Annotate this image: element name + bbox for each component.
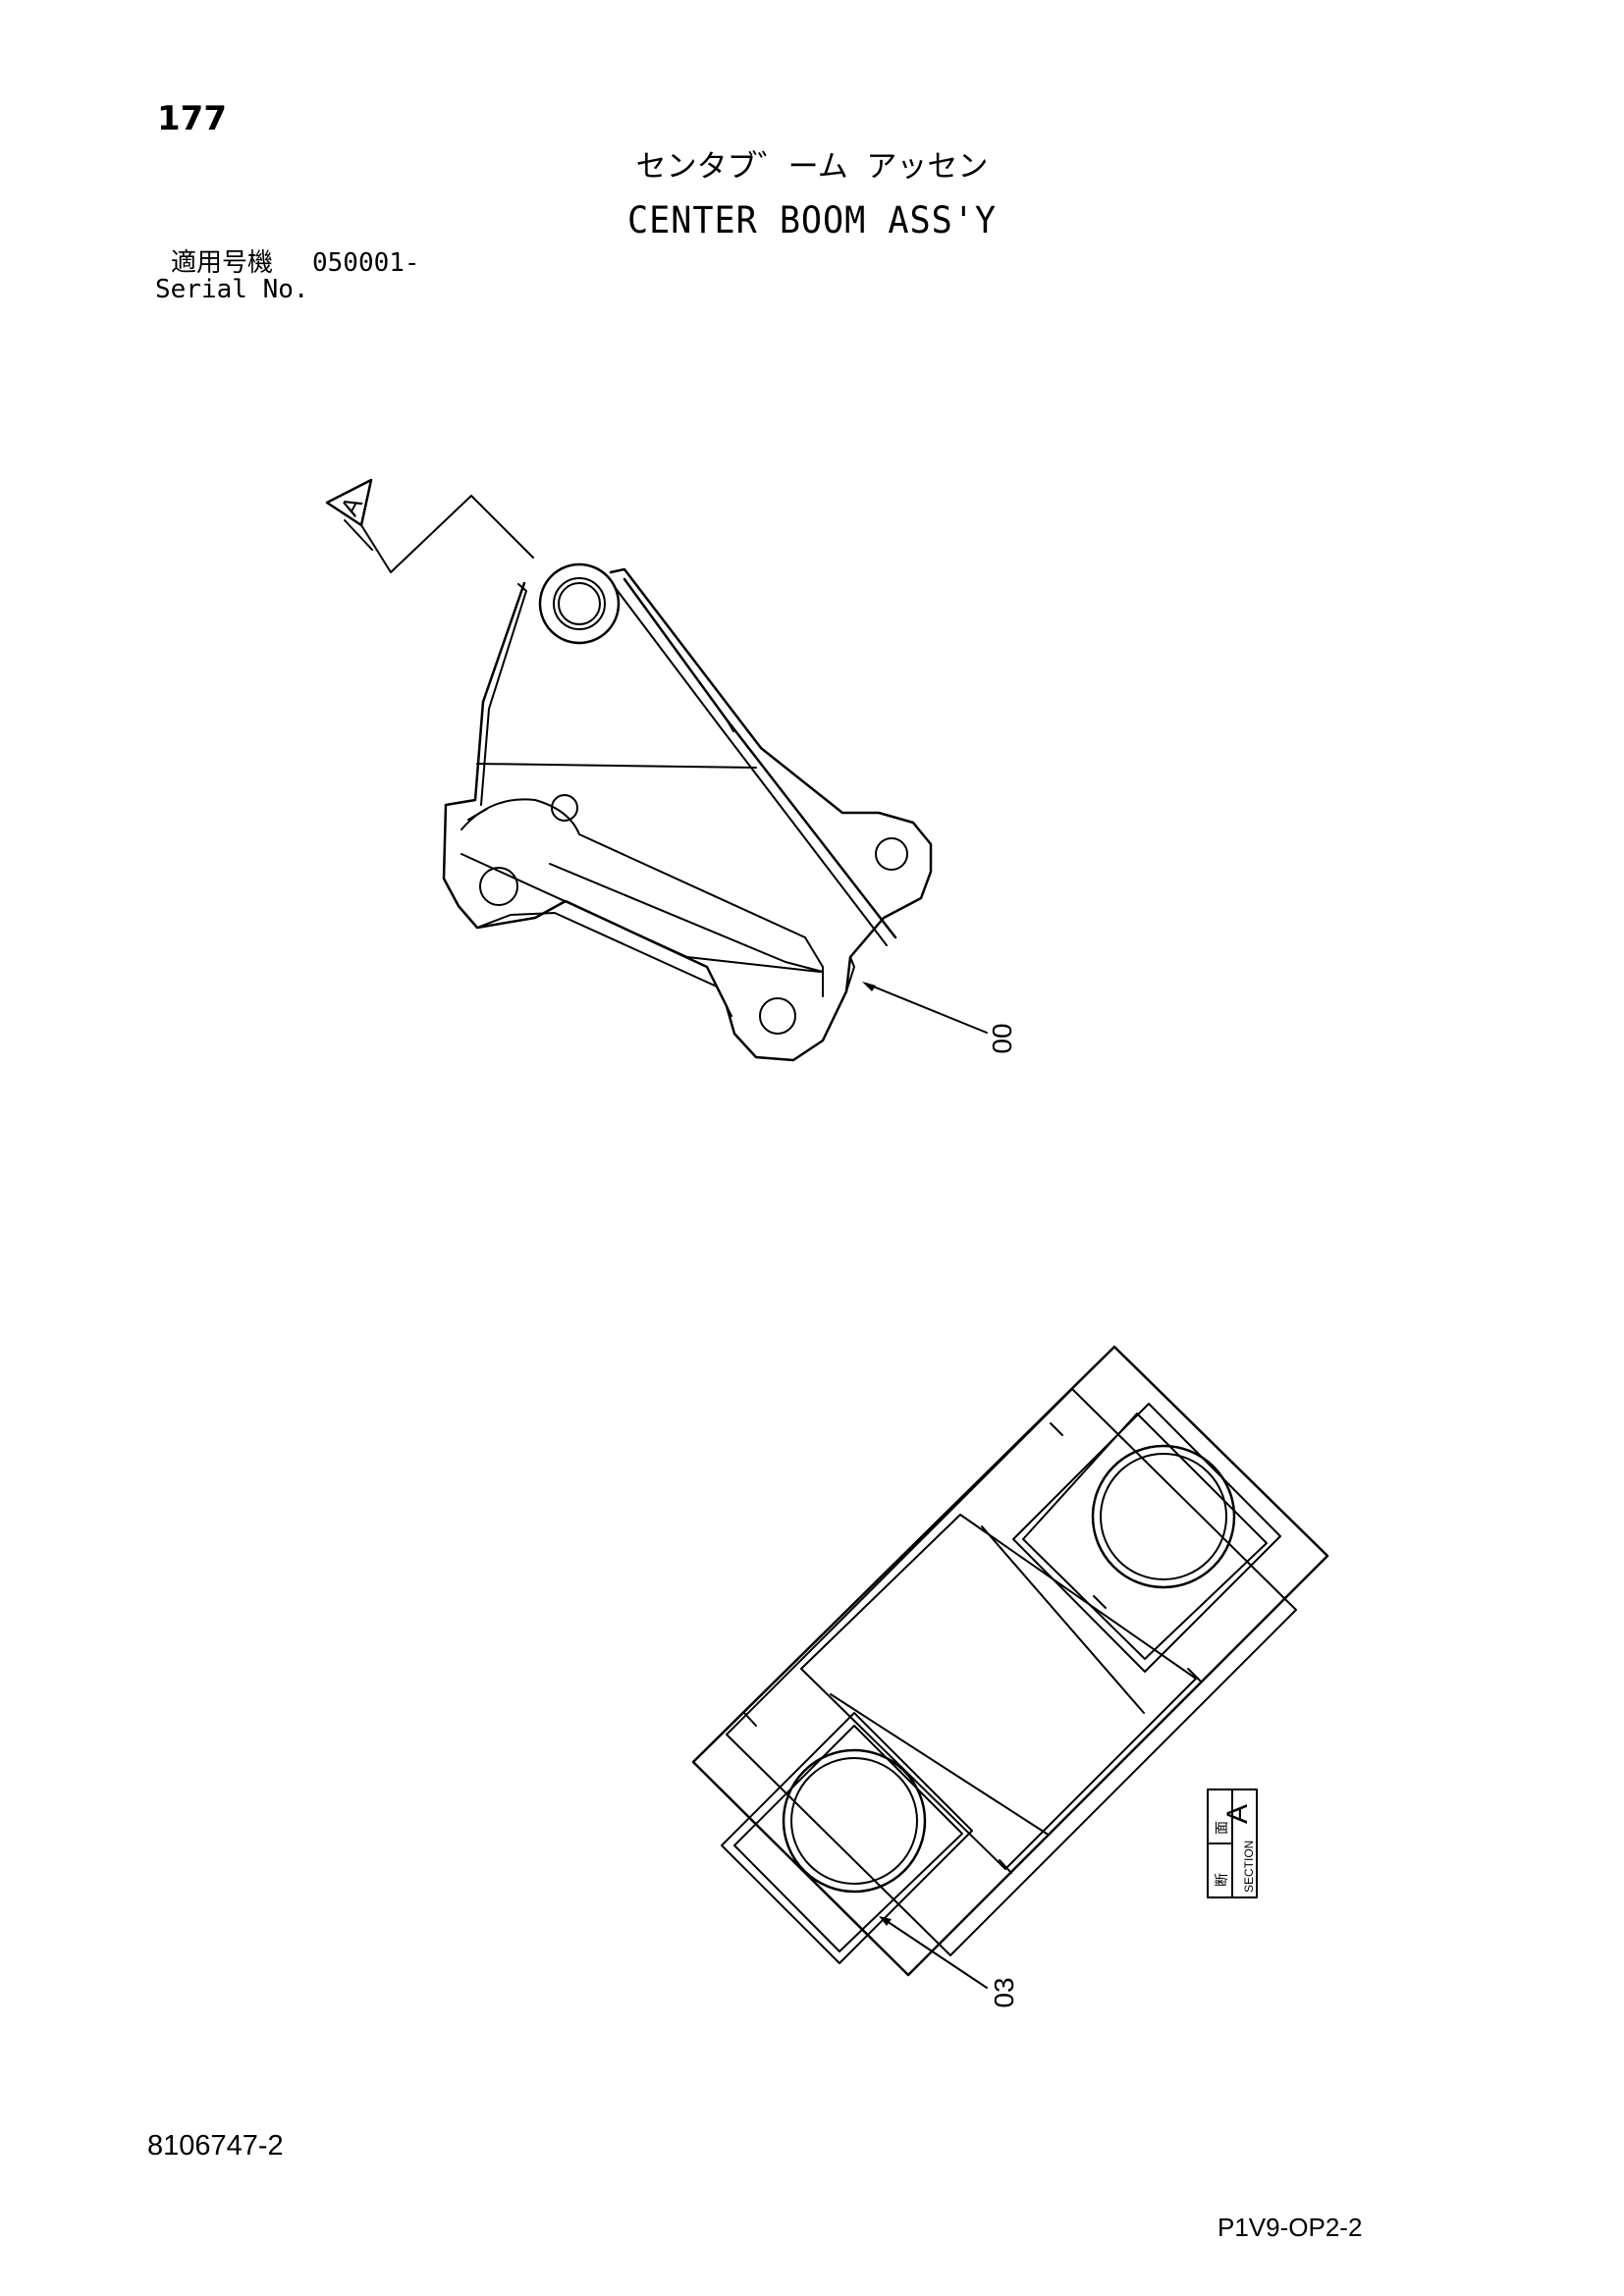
page-code: P1V9-OP2-2 (1218, 2213, 1363, 2242)
bushing-upper (1091, 1444, 1236, 1589)
leader-line-03 (883, 1918, 988, 1989)
page-number: 177 (157, 99, 227, 138)
part-number-03: 03 (989, 1977, 1019, 2007)
section-a-view: 03 A 断 面 SECTION (691, 1345, 1329, 2008)
part-number-00: 00 (987, 1023, 1017, 1053)
page-title-japanese: センタブ゛ーム アッセン (635, 149, 989, 185)
section-label-jp-top: 断 (1214, 1873, 1229, 1887)
section-label-letter: A (1221, 1804, 1254, 1824)
serial-label-japanese: 適用号機 (171, 248, 274, 278)
section-outline (691, 1345, 1329, 1977)
section-view-marker: A (325, 478, 534, 573)
pin-boss (538, 562, 621, 645)
leader-line-00 (865, 983, 988, 1034)
section-label-box: A 断 面 SECTION (1207, 1789, 1258, 1898)
serial-label: Serial No. (155, 275, 309, 304)
section-label-jp-bottom: 面 (1214, 1821, 1229, 1835)
serial-number-value: 050001- (312, 248, 420, 278)
section-label-en: SECTION (1242, 1841, 1256, 1893)
bracket-outline (442, 567, 933, 1062)
document-number: 8106747-2 (147, 2130, 284, 2162)
page-title: CENTER BOOM ASS'Y (627, 199, 997, 241)
bushing-lower (782, 1748, 927, 1894)
bracket-view: A 00 (325, 478, 1017, 1062)
